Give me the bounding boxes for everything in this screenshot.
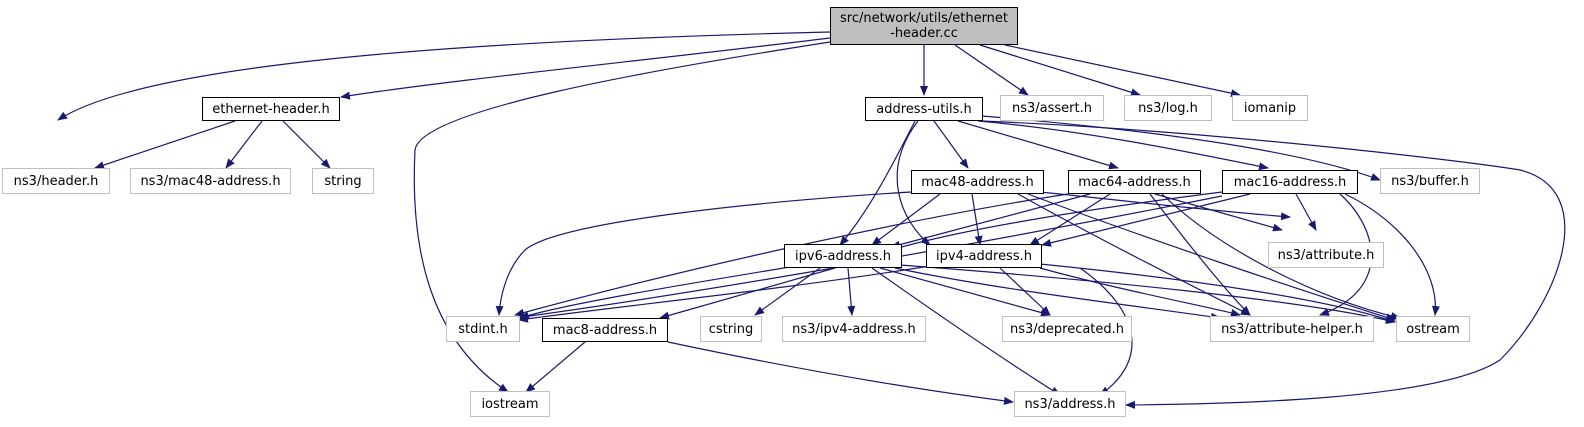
edge-mac48-to-ipv6 xyxy=(871,193,941,246)
edge-ipv6-to-ns3-deprecated xyxy=(879,267,1051,317)
edge-mac48-to-ns3-attribute xyxy=(1039,191,1291,221)
edge-root-to-ns3-log xyxy=(979,44,1141,97)
node-ns3-attribute-h[interactable]: ns3/attribute.h xyxy=(1268,242,1384,268)
edge-address-utils-to-ipv4-address xyxy=(896,120,931,246)
node-mac48-address-h[interactable]: mac48-address.h xyxy=(911,170,1044,194)
edge-ethernet-header-to-ns3-header xyxy=(94,120,236,169)
edge-ipv4-to-stdint xyxy=(518,265,931,323)
node-mac64-address-h[interactable]: mac64-address.h xyxy=(1068,170,1201,194)
edge-mac8-to-iostream xyxy=(525,341,586,393)
edge-mac48-to-ipv4 xyxy=(971,193,983,246)
node-ostream[interactable]: ostream xyxy=(1396,316,1470,342)
node-root-ethernet-header-cc[interactable]: src/network/utils/ethernet -header.cc xyxy=(830,7,1018,45)
node-iomanip[interactable]: iomanip xyxy=(1232,95,1308,121)
node-ipv6-address-h[interactable]: ipv6-address.h xyxy=(784,244,902,268)
node-ns3-log-h[interactable]: ns3/log.h xyxy=(1124,95,1212,121)
edge-ipv6-to-ostream xyxy=(899,264,1396,324)
node-ipv4-address-h[interactable]: ipv4-address.h xyxy=(926,244,1042,268)
edge-ipv6-to-stdint xyxy=(519,266,791,320)
edge-mac64-to-ipv6 xyxy=(890,193,1091,249)
edge-mac48-to-attribute-helper xyxy=(1017,193,1251,316)
edge-mac8-to-ns3-address xyxy=(667,341,1014,405)
edge-ethernet-header-to-ns3-mac48-address xyxy=(225,120,263,169)
node-string[interactable]: string xyxy=(312,168,374,194)
edge-address-utils-to-mac16-address xyxy=(977,120,1269,171)
edge-ipv4-to-attribute-helper xyxy=(1039,267,1241,317)
edge-mac16-to-ns3-attribute xyxy=(1295,193,1317,231)
node-stdint-h[interactable]: stdint.h xyxy=(446,316,520,342)
edge-mac64-to-ostream xyxy=(1161,193,1401,320)
edge-ipv6-to-cstring xyxy=(754,267,821,316)
edge-root-to-iomanip xyxy=(1004,44,1241,98)
edge-mac16-to-ipv4 xyxy=(1041,193,1251,247)
edge-mac64-to-ns3-attribute xyxy=(1154,193,1283,232)
node-ns3-assert-h[interactable]: ns3/assert.h xyxy=(1000,95,1104,121)
edge-root-to-iostream xyxy=(413,41,831,393)
node-ns3-buffer-h[interactable]: ns3/buffer.h xyxy=(1380,168,1480,194)
node-ns3-attribute-helper-h[interactable]: ns3/attribute-helper.h xyxy=(1210,316,1374,342)
edge-mac64-to-ipv4 xyxy=(1029,193,1111,246)
node-ns3-mac48-address-h[interactable]: ns3/mac48-address.h xyxy=(130,168,291,194)
node-cstring[interactable]: cstring xyxy=(700,316,762,342)
node-ns3-address-h[interactable]: ns3/address.h xyxy=(1014,391,1126,417)
node-address-utils-h[interactable]: address-utils.h xyxy=(865,97,983,121)
edge-address-utils-to-ns3-buffer xyxy=(981,115,1381,181)
edge-ipv6-to-ns3-ipv4-address xyxy=(847,267,856,316)
edge-ipv6-to-attribute-helper xyxy=(894,267,1221,321)
edge-ipv6-to-ns3-address xyxy=(871,267,1061,396)
node-ethernet-header-h[interactable]: ethernet-header.h xyxy=(202,97,340,121)
edge-mac64-to-attribute-helper xyxy=(1149,193,1251,316)
edge-ethernet-header-to-string xyxy=(282,120,331,169)
edge-ipv6-to-mac8 xyxy=(659,267,836,320)
edge-mac48-to-stdint xyxy=(495,191,912,316)
edge-address-utils-to-mac48-address xyxy=(933,120,969,169)
edge-address-utils-to-ns3-address xyxy=(981,120,1566,409)
node-ns3-ipv4-address-h[interactable]: ns3/ipv4-address.h xyxy=(782,316,926,342)
edge-ipv4-to-ns3-deprecated xyxy=(999,267,1051,316)
edge-address-utils-to-mac64-address xyxy=(957,120,1119,170)
node-iostream[interactable]: iostream xyxy=(470,391,550,417)
node-ns3-deprecated-h[interactable]: ns3/deprecated.h xyxy=(1002,316,1132,342)
edge-address-utils-to-ipv6-address xyxy=(839,120,916,246)
edge-mac16-to-ostream xyxy=(1344,193,1440,316)
node-mac8-address-h[interactable]: mac8-address.h xyxy=(542,318,668,342)
edge-root-to-ns3-header xyxy=(57,31,831,121)
node-ns3-header-h[interactable]: ns3/header.h xyxy=(2,168,110,194)
edge-mac16-to-ipv6 xyxy=(890,191,1223,252)
edge-root-to-ethernet-header xyxy=(340,37,831,100)
edge-root-to-ns3-assert xyxy=(954,44,1029,96)
edge-ipv4-to-ostream xyxy=(1039,263,1396,323)
node-mac16-address-h[interactable]: mac16-address.h xyxy=(1222,170,1358,194)
